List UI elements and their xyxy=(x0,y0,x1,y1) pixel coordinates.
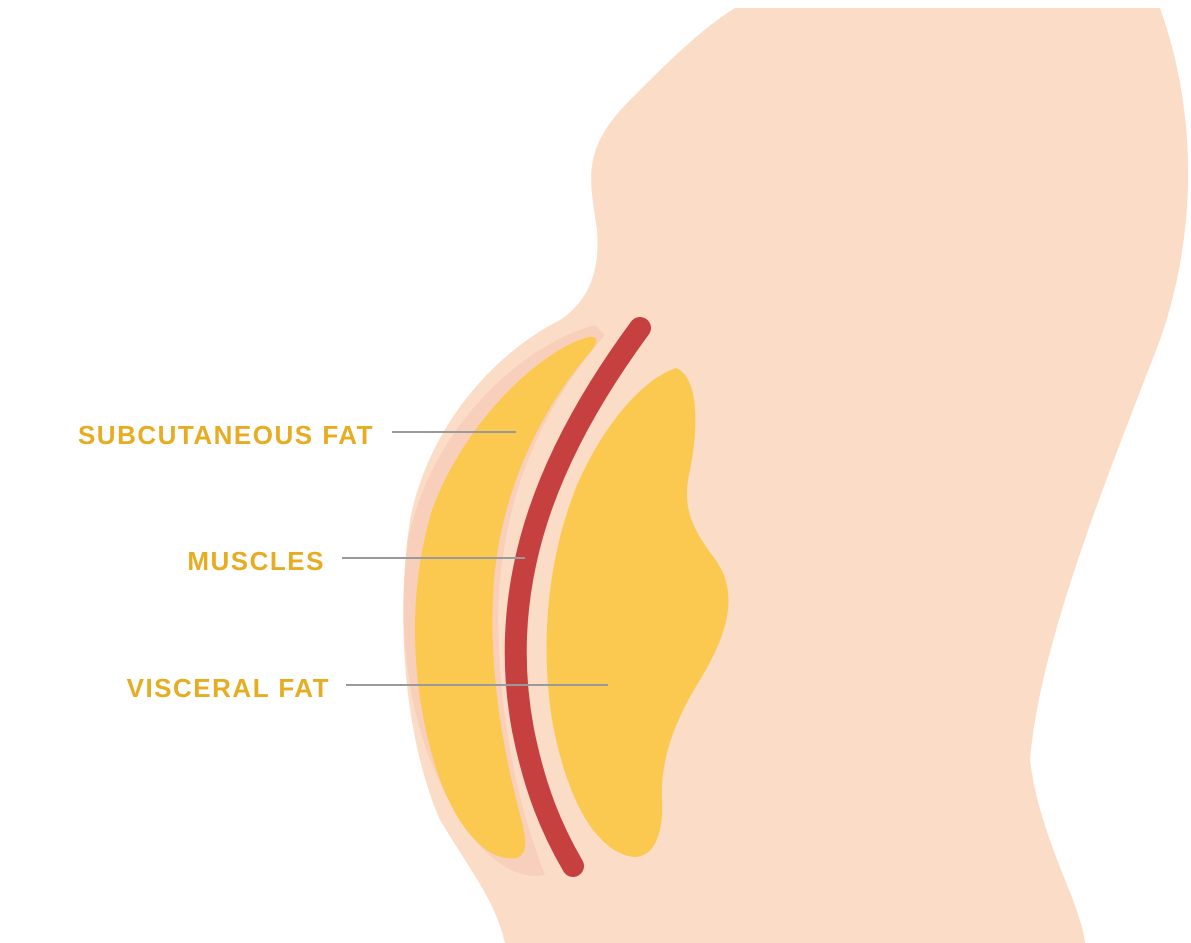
visceral-fat-label: VISCERAL FAT xyxy=(127,673,330,703)
muscles-label: MUSCLES xyxy=(187,546,325,576)
subcutaneous-fat-label: SUBCUTANEOUS FAT xyxy=(78,420,374,450)
